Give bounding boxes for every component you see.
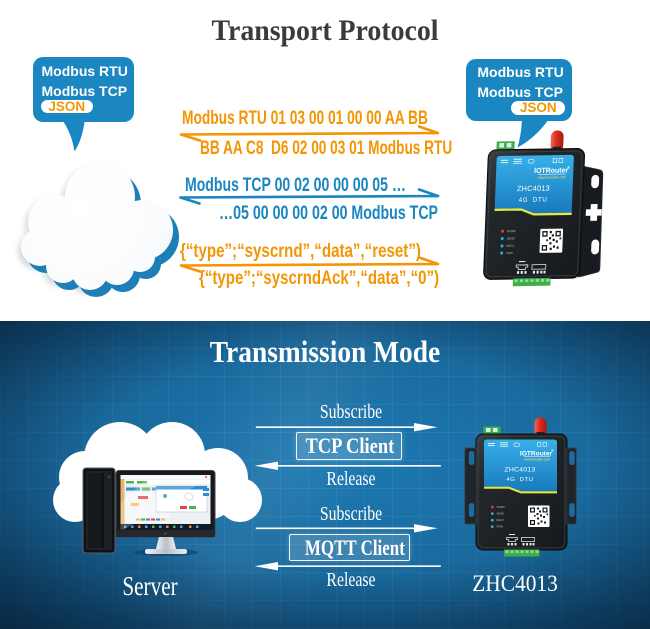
svg-text:www.iotrouter.com: www.iotrouter.com (524, 457, 550, 461)
svg-text:RECV: RECV (497, 518, 505, 522)
svg-text:ZHC4013: ZHC4013 (504, 466, 535, 473)
svg-text:®: ® (551, 449, 554, 453)
svg-text:WORK: WORK (497, 505, 506, 509)
svg-text:4G DTU: 4G DTU (506, 477, 533, 483)
svg-text:POW: POW (497, 525, 504, 529)
svg-text:IOTRouter: IOTRouter (520, 450, 553, 457)
svg-text:SEND: SEND (497, 512, 505, 516)
